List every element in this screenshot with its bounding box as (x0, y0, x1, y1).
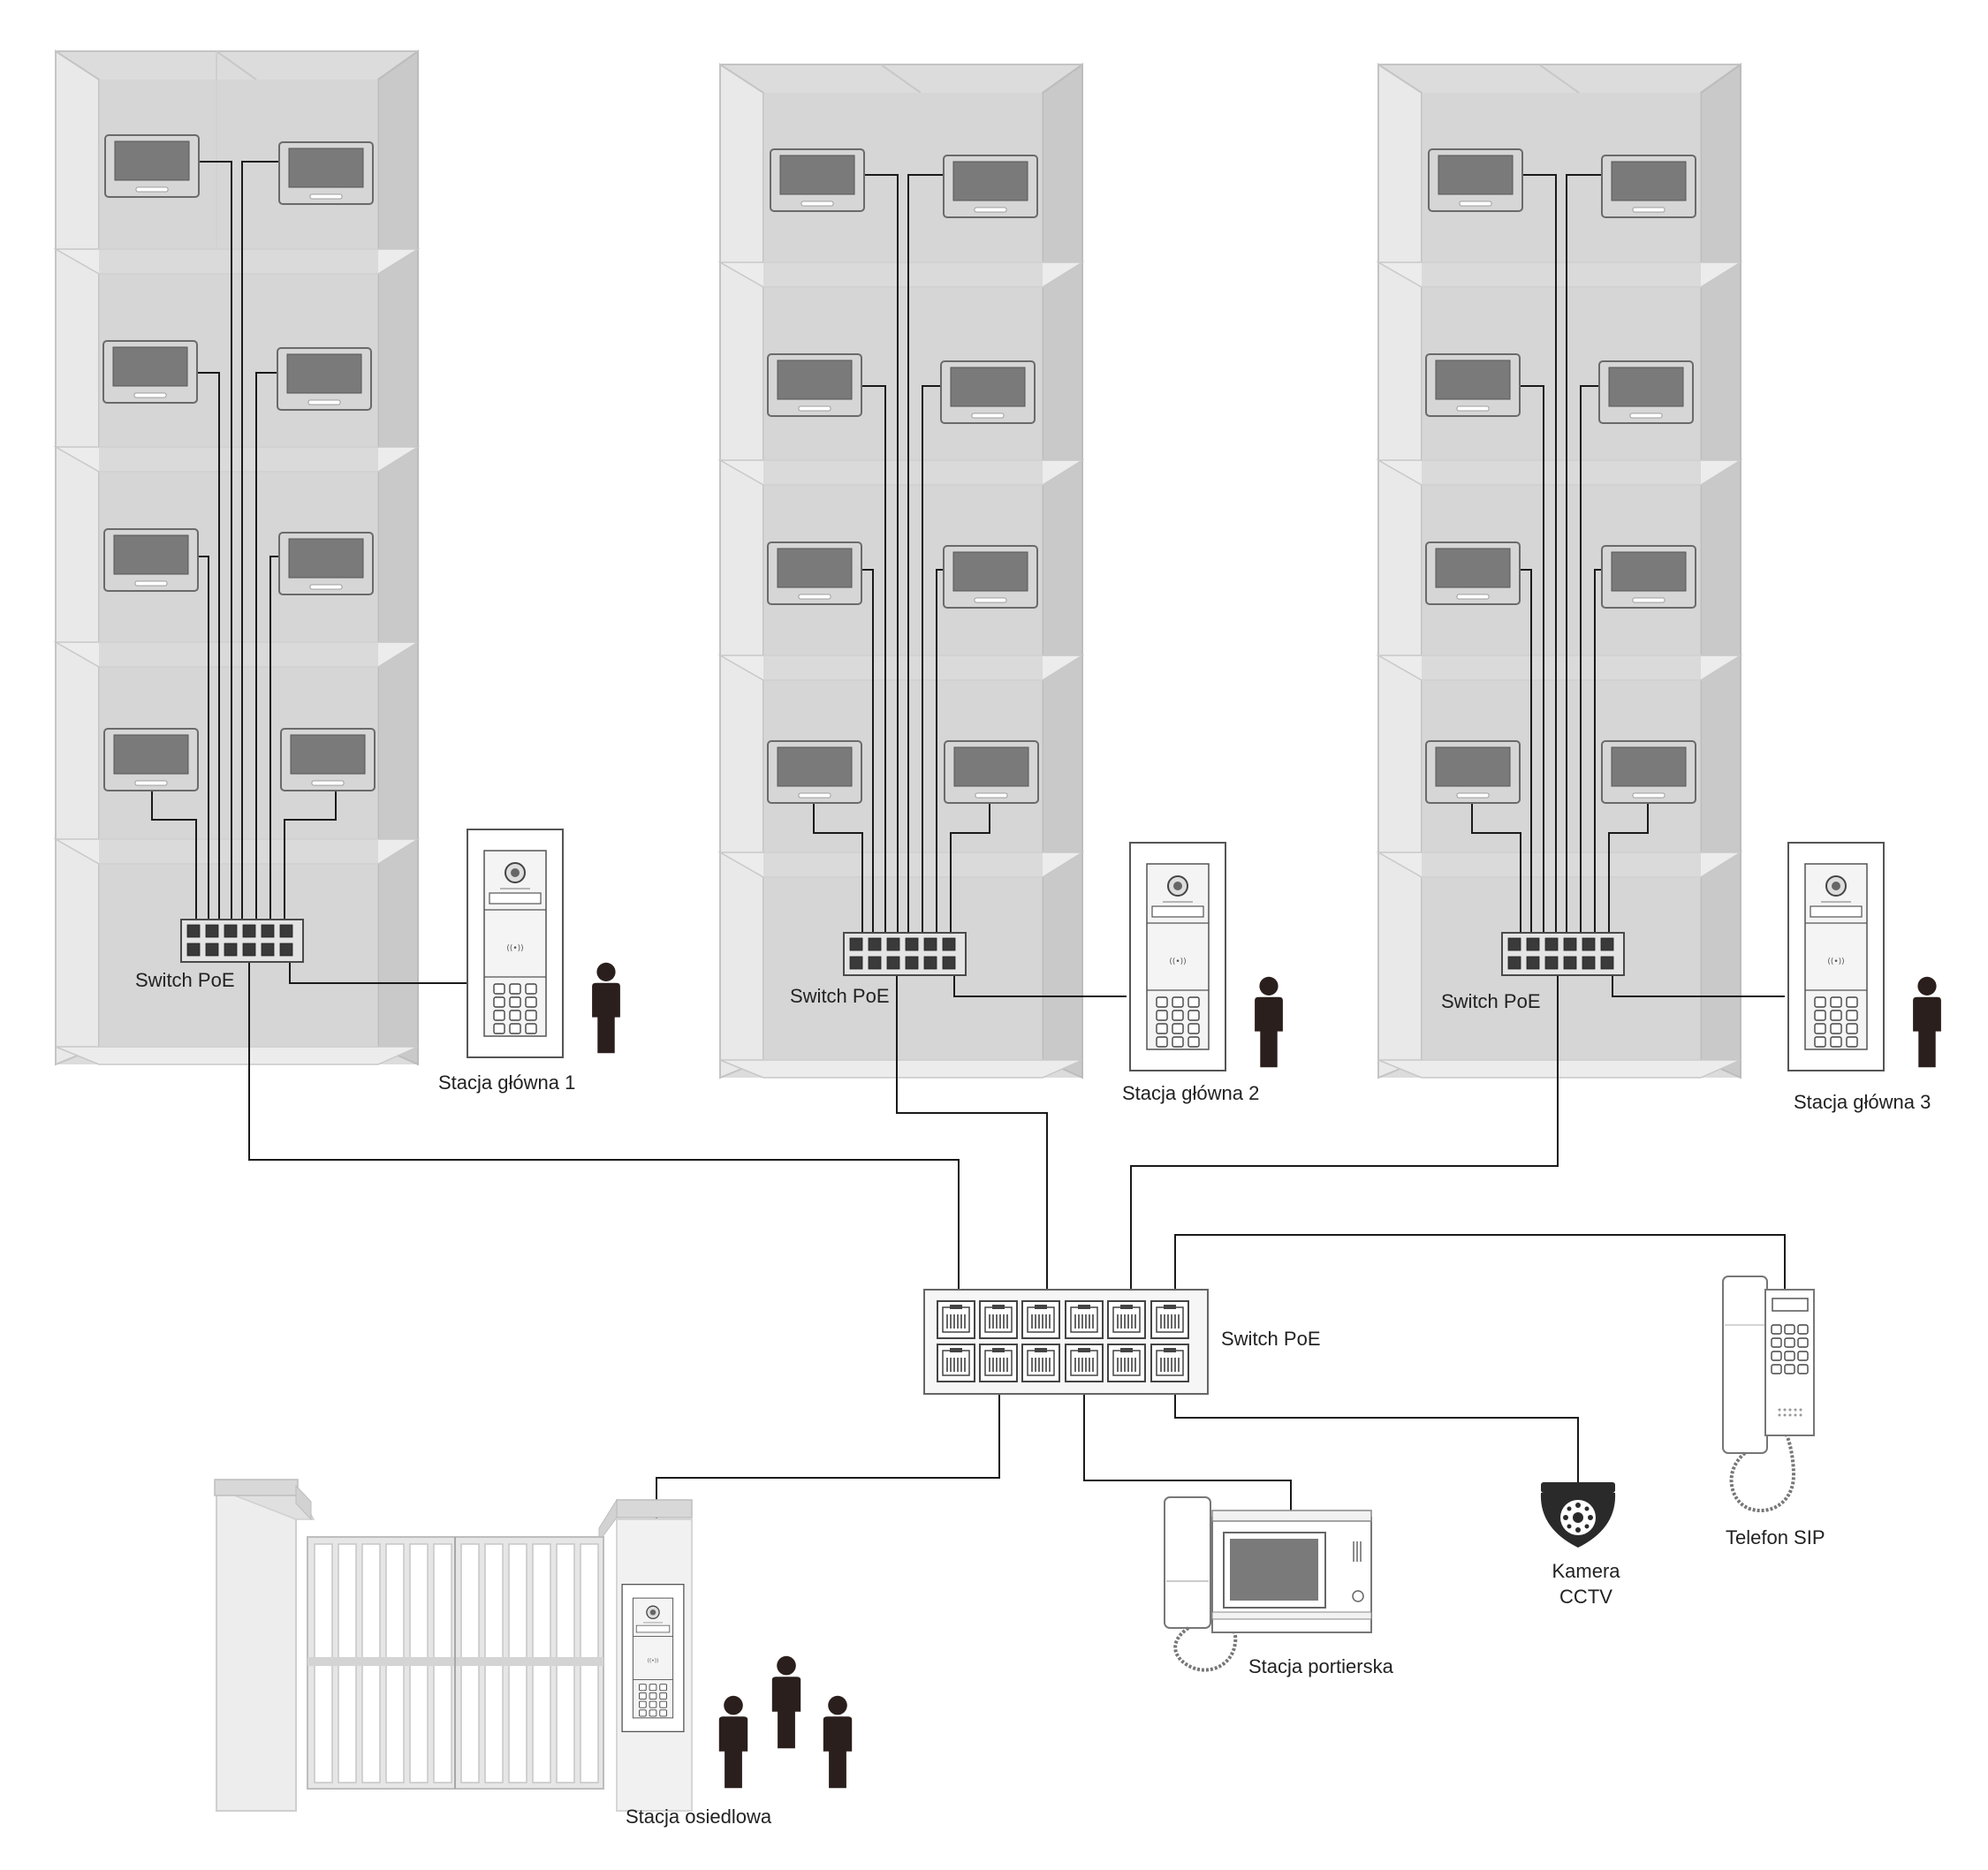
switch-b2-label: Switch PoE (790, 985, 890, 1007)
main-station-3-label: Stacja główna 3 (1794, 1091, 1931, 1113)
sip-phone-label: Telefon SIP (1726, 1526, 1825, 1548)
monitor-icon (278, 532, 374, 595)
monitor-icon (1425, 541, 1521, 605)
monitor-icon (1425, 353, 1521, 417)
port-icon (937, 1300, 975, 1339)
cctv-camera-icon (1540, 1482, 1616, 1548)
main-station-1-icon (467, 829, 564, 1058)
main-station-2-icon (1129, 842, 1226, 1071)
monitor-icon (278, 141, 374, 205)
monitor-icon (767, 740, 862, 804)
monitor-icon (943, 545, 1038, 609)
monitor-icon (277, 347, 372, 411)
port-icon (1150, 1344, 1189, 1382)
monitor-icon (944, 740, 1039, 804)
monitor-icon (1428, 148, 1523, 212)
person-icon (718, 1695, 748, 1789)
monitor-icon (280, 728, 376, 791)
port-icon (1021, 1300, 1060, 1339)
port-icon (1150, 1300, 1189, 1339)
main-station-3-icon (1787, 842, 1885, 1071)
person-icon (823, 1695, 853, 1789)
monitor-icon (767, 353, 862, 417)
main-station-1-label: Stacja główna 1 (438, 1071, 576, 1094)
concierge-station-icon (1164, 1496, 1372, 1672)
monitor-icon (1601, 740, 1696, 804)
gate (214, 1479, 693, 1812)
person-icon (1913, 976, 1941, 1068)
switch-b3-label: Switch PoE (1441, 990, 1541, 1012)
monitor-icon (1601, 545, 1696, 609)
monitor-icon (102, 340, 198, 404)
estate-station-label: Stacja osiedlowa (626, 1806, 772, 1828)
port-icon (1065, 1300, 1104, 1339)
monitor-icon (104, 134, 200, 198)
port-icon (1065, 1344, 1104, 1382)
cctv-label: Kamera CCTV (1533, 1559, 1639, 1609)
monitor-icon (103, 528, 199, 592)
port-icon (937, 1344, 975, 1382)
port-icon (1021, 1344, 1060, 1382)
switch-building-2-icon (842, 932, 967, 976)
port-icon (979, 1344, 1018, 1382)
person-icon (592, 962, 620, 1054)
port-icon (1107, 1300, 1146, 1339)
monitor-icon (103, 728, 199, 791)
person-icon (771, 1655, 801, 1749)
monitor-icon (1601, 155, 1696, 218)
building-1 (53, 49, 421, 1066)
cctv-label-line2: CCTV (1559, 1585, 1612, 1608)
sip-phone-icon (1722, 1276, 1815, 1512)
switch-b1-label: Switch PoE (135, 969, 235, 991)
person-icon (1255, 976, 1283, 1068)
cables (151, 161, 1786, 1584)
port-icon (979, 1300, 1018, 1339)
estate-station-icon (621, 1584, 685, 1732)
monitor-icon (770, 148, 865, 212)
cctv-label-line1: Kamera (1552, 1560, 1620, 1582)
concierge-station-label: Stacja portierska (1248, 1655, 1393, 1677)
monitor-icon (940, 360, 1036, 424)
switch-main-label: Switch PoE (1221, 1328, 1321, 1350)
switch-building-3-icon (1500, 932, 1626, 976)
switch-building-1-icon (179, 919, 305, 963)
main-switch (923, 1289, 1209, 1395)
port-icon (1107, 1344, 1146, 1382)
main-station-2-label: Stacja główna 2 (1122, 1082, 1260, 1104)
monitor-icon (1598, 360, 1694, 424)
monitor-icon (1425, 740, 1521, 804)
monitor-icon (767, 541, 862, 605)
monitor-icon (943, 155, 1038, 218)
